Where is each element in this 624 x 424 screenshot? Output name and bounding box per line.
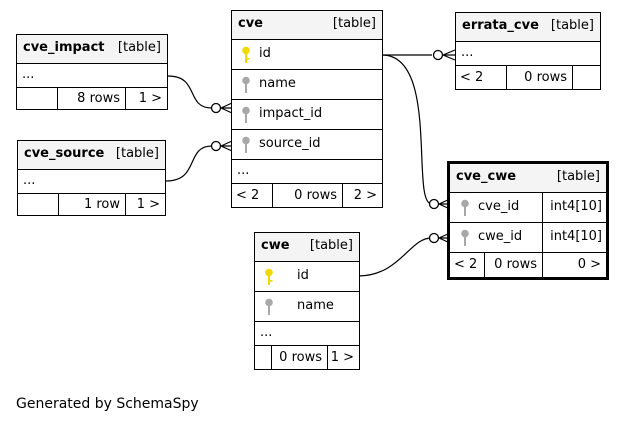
table-cwe[interactable]: cwe [table] id name ... 0 rows 1 >: [254, 232, 360, 370]
ellipsis-row: ...: [18, 170, 165, 194]
edge-end-circle: [428, 198, 440, 210]
footer-left: [18, 194, 58, 215]
table-footer: < 2 0 rows 2 >: [232, 184, 382, 207]
ellipsis-text: ...: [461, 45, 474, 60]
parent-count[interactable]: < 2: [460, 70, 484, 85]
table-name: errata_cve: [462, 18, 539, 33]
column-row-impact-id[interactable]: impact_id: [232, 100, 382, 130]
table-kind: [table]: [332, 16, 376, 31]
table-name: cwe: [261, 238, 290, 253]
column-name: id: [297, 268, 309, 283]
ellipsis-text: ...: [237, 163, 250, 178]
row-count: 0 rows: [271, 346, 327, 369]
column-name: cwe_id: [478, 229, 523, 244]
table-cve-impact[interactable]: cve_impact [table] ... 8 rows 1 >: [16, 34, 168, 110]
ellipsis-text: ...: [23, 173, 36, 188]
table-errata-cve[interactable]: errata_cve [table] ... < 2 0 rows: [455, 12, 601, 90]
column-name: name: [259, 76, 296, 91]
table-kind: [table]: [556, 169, 600, 184]
table-kind: [table]: [550, 18, 594, 33]
edge-end-circle: [428, 232, 440, 244]
column-key-icon: [242, 136, 250, 153]
crowfoot: [220, 102, 233, 114]
footer-left: [17, 88, 57, 109]
column-name: id: [259, 46, 271, 61]
table-header: cve [table]: [232, 11, 382, 40]
table-header: cve_source [table]: [18, 141, 165, 170]
column-row-id[interactable]: id: [255, 262, 359, 292]
crowfoot: [220, 140, 233, 152]
edge-source-cve: [165, 145, 213, 182]
column-row-id[interactable]: id: [232, 40, 382, 70]
edge-cwe-cvecwe: [357, 237, 433, 277]
ellipsis-row: ...: [255, 322, 359, 346]
table-footer: 8 rows 1 >: [17, 88, 167, 109]
column-key-icon: [242, 76, 250, 93]
column-row-cwe-id[interactable]: cwe_id int4[10]: [450, 223, 606, 253]
edge-impact-cve: [167, 75, 213, 109]
table-footer: 1 row 1 >: [18, 194, 165, 215]
edge-end-circle: [210, 102, 222, 114]
child-count[interactable]: 1 >: [125, 194, 165, 215]
primary-key-icon: [242, 46, 250, 63]
column-row-name[interactable]: name: [232, 70, 382, 100]
table-kind: [table]: [117, 40, 161, 55]
column-type: int4[10]: [550, 229, 602, 244]
row-count: 8 rows: [57, 88, 125, 109]
column-name: cve_id: [478, 199, 520, 214]
column-key-icon: [461, 229, 469, 246]
row-count: 0 rows: [272, 184, 342, 207]
table-footer: 0 rows 1 >: [255, 346, 359, 369]
child-count[interactable]: 2 >: [342, 184, 382, 207]
table-footer: < 2 0 rows: [456, 66, 600, 89]
edge-end-circle: [210, 140, 222, 152]
table-name: cve_cwe: [456, 169, 517, 184]
ellipsis-text: ...: [260, 325, 273, 340]
ellipsis-text: ...: [22, 67, 35, 82]
footer-right: [572, 66, 600, 89]
footer-left: [255, 346, 271, 369]
table-footer: < 2 0 rows 0 >: [450, 253, 606, 277]
parent-count[interactable]: < 2: [236, 188, 260, 203]
ellipsis-row: ...: [456, 42, 600, 66]
column-row-source-id[interactable]: source_id: [232, 130, 382, 160]
column-row-cve-id[interactable]: cve_id int4[10]: [450, 193, 606, 223]
table-cve[interactable]: cve [table] id name impact_id source_id …: [231, 10, 383, 208]
column-key-icon: [265, 298, 273, 315]
parent-count[interactable]: < 2: [454, 257, 478, 272]
column-key-icon: [242, 106, 250, 123]
column-name: name: [297, 298, 334, 313]
row-count: 0 rows: [484, 253, 542, 277]
row-count: 0 rows: [506, 66, 572, 89]
column-row-name[interactable]: name: [255, 292, 359, 322]
child-count[interactable]: 1 >: [125, 88, 167, 109]
generator-caption: Generated by SchemaSpy: [16, 396, 199, 412]
table-header: cve_cwe [table]: [450, 164, 606, 193]
table-kind: [table]: [115, 146, 159, 161]
table-name: cve_impact: [23, 40, 105, 55]
column-name: source_id: [259, 136, 321, 151]
row-count: 1 row: [58, 194, 125, 215]
table-cve-cwe[interactable]: cve_cwe [table] cve_id int4[10] cwe_id i…: [447, 161, 609, 280]
column-key-icon: [461, 199, 469, 216]
column-type: int4[10]: [550, 199, 602, 214]
table-header: cwe [table]: [255, 233, 359, 262]
ellipsis-row: ...: [17, 64, 167, 88]
crowfoot: [442, 49, 456, 61]
ellipsis-row: ...: [232, 160, 382, 184]
child-count[interactable]: 0 >: [542, 253, 606, 277]
table-header: errata_cve [table]: [456, 13, 600, 42]
table-header: cve_impact [table]: [17, 35, 167, 64]
table-name: cve_source: [24, 146, 105, 161]
column-name: impact_id: [259, 106, 323, 121]
edge-end-circle: [432, 49, 444, 61]
table-cve-source[interactable]: cve_source [table] ... 1 row 1 >: [17, 140, 166, 216]
edge-cve-cvecwe: [381, 54, 433, 205]
table-kind: [table]: [309, 238, 353, 253]
primary-key-icon: [265, 268, 273, 285]
child-count[interactable]: 1 >: [327, 346, 359, 369]
table-name: cve: [238, 16, 263, 31]
